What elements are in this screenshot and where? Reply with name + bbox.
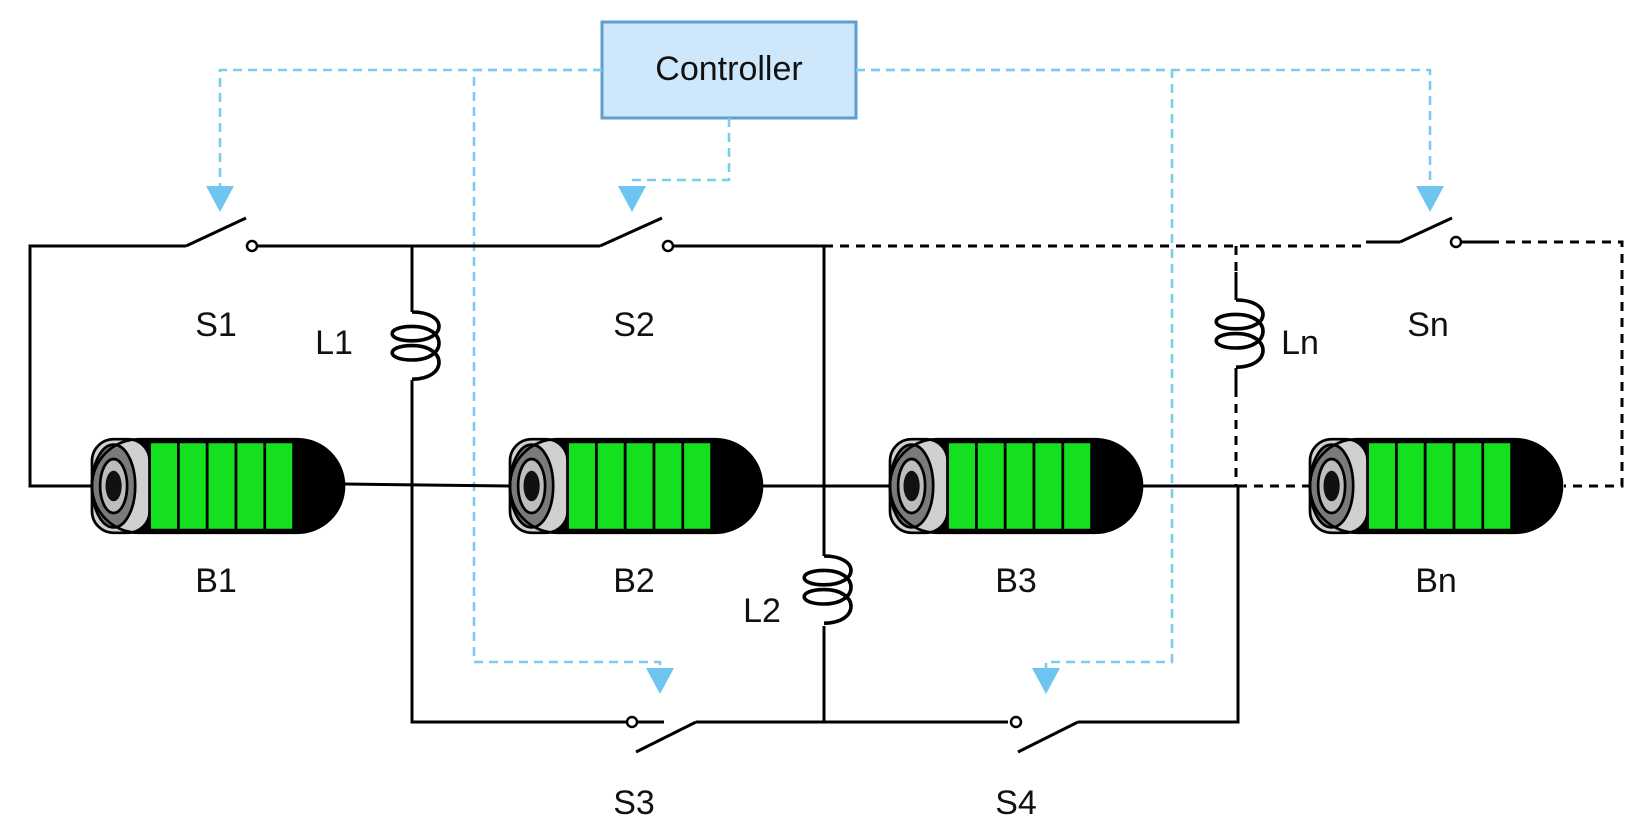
controller-box bbox=[600, 20, 858, 120]
label-l1: L1 bbox=[315, 324, 353, 362]
label-l2: L2 bbox=[743, 592, 781, 630]
arrow-s4-icon bbox=[1032, 668, 1060, 694]
inductor-l2 bbox=[802, 554, 853, 626]
arrow-s3-icon bbox=[646, 668, 674, 694]
switch-s4 bbox=[1009, 715, 1079, 754]
switch-s3 bbox=[625, 715, 697, 754]
controller-label: Controller bbox=[655, 50, 802, 88]
battery-b2 bbox=[508, 437, 764, 535]
battery-b1 bbox=[90, 437, 346, 535]
arrow-s2-icon bbox=[618, 186, 646, 212]
switch-s1 bbox=[185, 216, 259, 253]
inductor-ln bbox=[1214, 298, 1265, 370]
inductor-l1 bbox=[390, 310, 441, 382]
control-arrows bbox=[206, 186, 1444, 694]
label-s3: S3 bbox=[613, 784, 655, 822]
label-b1: B1 bbox=[195, 562, 237, 600]
label-bn: Bn bbox=[1415, 562, 1457, 600]
label-ln: Ln bbox=[1281, 324, 1319, 362]
dashed-wires bbox=[824, 240, 1624, 488]
battery-b3 bbox=[888, 437, 1144, 535]
wires bbox=[28, 240, 1490, 724]
battery-bn bbox=[1308, 437, 1564, 535]
label-s2: S2 bbox=[613, 306, 655, 344]
label-b2: B2 bbox=[613, 562, 655, 600]
label-sn: Sn bbox=[1407, 306, 1449, 344]
switch-s2 bbox=[599, 216, 675, 253]
arrow-sn-icon bbox=[1416, 186, 1444, 212]
label-s1: S1 bbox=[195, 306, 237, 344]
switch-sn bbox=[1399, 216, 1463, 249]
label-s4: S4 bbox=[995, 784, 1037, 822]
label-b3: B3 bbox=[995, 562, 1037, 600]
arrow-s1-icon bbox=[206, 186, 234, 212]
